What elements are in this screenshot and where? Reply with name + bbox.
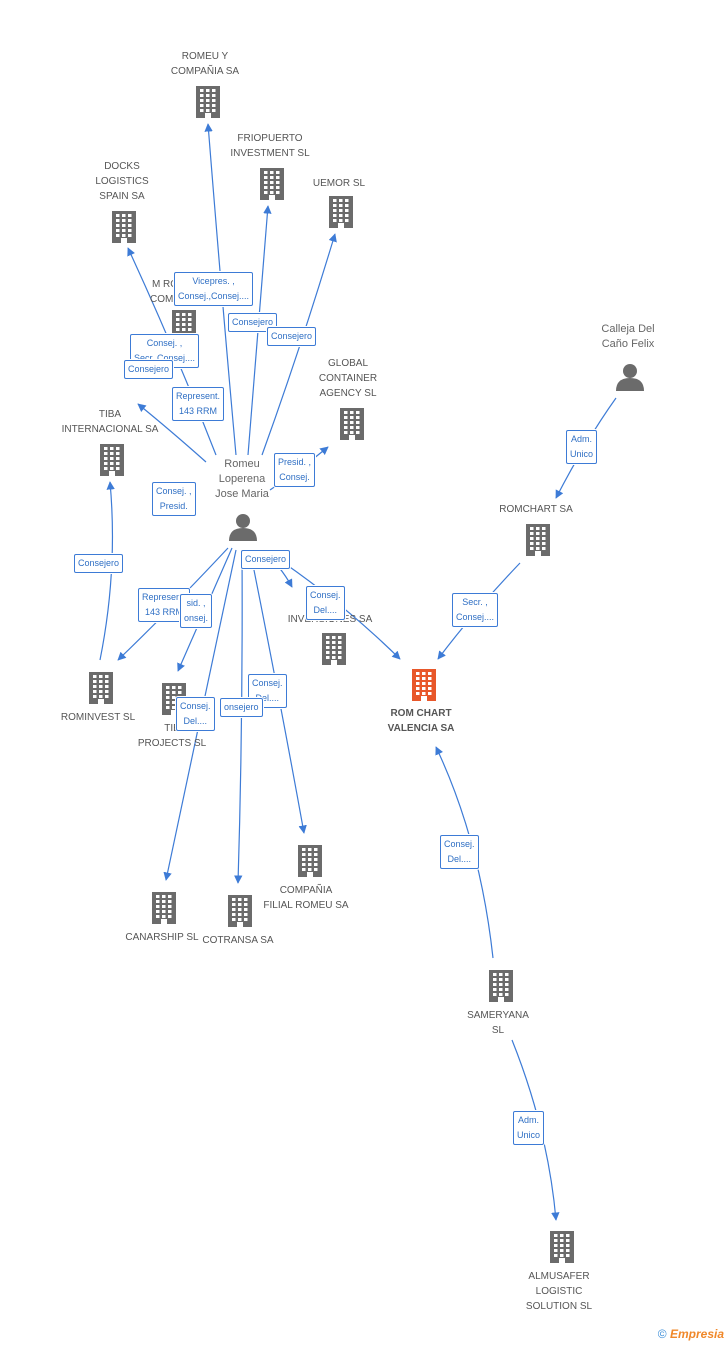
node-label-almusafer[interactable]: ALMUSAFER LOGISTIC SOLUTION SL [525,1271,593,1312]
building-icon[interactable] [100,444,124,476]
brand-logo[interactable]: Empresia [669,1327,724,1341]
edge-role-label[interactable]: Consejero [228,313,278,332]
node-label-uemor[interactable]: UEMOR SL [312,178,366,189]
node-label-docks[interactable]: DOCKS LOGISTICS SPAIN SA [95,161,149,202]
edge-role-label[interactable]: Consejero [267,327,317,346]
building-icon[interactable] [152,892,176,924]
node-label-cotransa[interactable]: COTRANSA SA [202,935,274,946]
node-label-romchart[interactable]: ROMCHART SA [499,504,573,515]
edge-role-label[interactable]: Consej. Del.... [176,697,215,731]
building-icon[interactable] [412,669,436,701]
building-icon[interactable] [340,408,364,440]
node-label-friopuerto[interactable]: FRIOPUERTO INVESTMENT SL [230,133,310,159]
edge-role-label[interactable]: Consejero [241,550,291,569]
edge-romeu_loperena-to-uemor [261,233,337,456]
edge-role-label[interactable]: Consejero [124,360,174,379]
building-icon[interactable] [526,524,550,556]
watermark: © Empresia [658,1327,724,1341]
edge-role-label[interactable]: Vicepres. , Consej.,Consej.... [174,272,254,306]
node-label-global_container[interactable]: GLOBAL CONTAINER AGENCY SL [318,358,378,399]
edge-role-label[interactable]: sid. , onsej. [180,594,213,628]
edge-role-label[interactable]: Adm. Unico [513,1111,545,1145]
edge-role-label[interactable]: Represent. 143 RRM [172,387,225,421]
node-label-rom_chart_valencia[interactable]: ROM CHART VALENCIA SA [387,708,455,734]
building-icon[interactable] [329,196,353,228]
node-label-calleja[interactable]: Calleja Del Caño Felix [601,323,655,350]
edge-role-label[interactable]: Consej. Del.... [306,586,345,620]
edge-role-label[interactable]: Consej. Del.... [440,835,479,869]
building-icon[interactable] [260,168,284,200]
node-label-rominvest[interactable]: ROMINVEST SL [60,712,136,723]
person-icon[interactable] [616,364,644,391]
building-icon[interactable] [112,211,136,243]
edge-role-label[interactable]: onsejero [220,698,263,717]
edge-romeu_loperena-to-cotransa [234,549,243,884]
edge-role-label[interactable]: Secr. , Consej.... [452,593,499,627]
node-label-tiba_projects[interactable]: TIB PROJECTS SL [137,723,207,749]
node-label-m_ro_comp[interactable]: M RO COMP [150,279,180,305]
copyright-symbol: © [657,1327,667,1341]
node-label-romeu_loperena[interactable]: Romeu Loperena Jose Maria [215,458,269,500]
building-icon[interactable] [322,633,346,665]
building-icon[interactable] [228,895,252,927]
edge-role-label[interactable]: Adm. Unico [566,430,598,464]
edge-role-label[interactable]: Consejero [74,554,124,573]
edge-romeu_loperena-to-tiba_internacional [137,403,207,463]
node-label-sameryana[interactable]: SAMERYANA SL [467,1010,529,1036]
node-label-romeu_y_compania[interactable]: ROMEU Y COMPAÑIA SA [170,51,240,77]
edge-role-label[interactable]: Presid. , Consej. [274,453,316,487]
building-icon[interactable] [489,970,513,1002]
building-icon[interactable] [89,672,113,704]
node-label-compania_filial[interactable]: COMPAÑIA FILIAL ROMEU SA [263,885,349,911]
edge-role-label[interactable]: Consej. , Presid. [152,482,196,516]
building-icon[interactable] [196,86,220,118]
node-label-canarship[interactable]: CANARSHIP SL [125,932,199,943]
person-icon[interactable] [229,514,257,541]
node-label-tiba_internacional[interactable]: TIBA INTERNACIONAL SA [61,409,159,435]
building-icon[interactable] [550,1231,574,1263]
building-icon[interactable] [298,845,322,877]
